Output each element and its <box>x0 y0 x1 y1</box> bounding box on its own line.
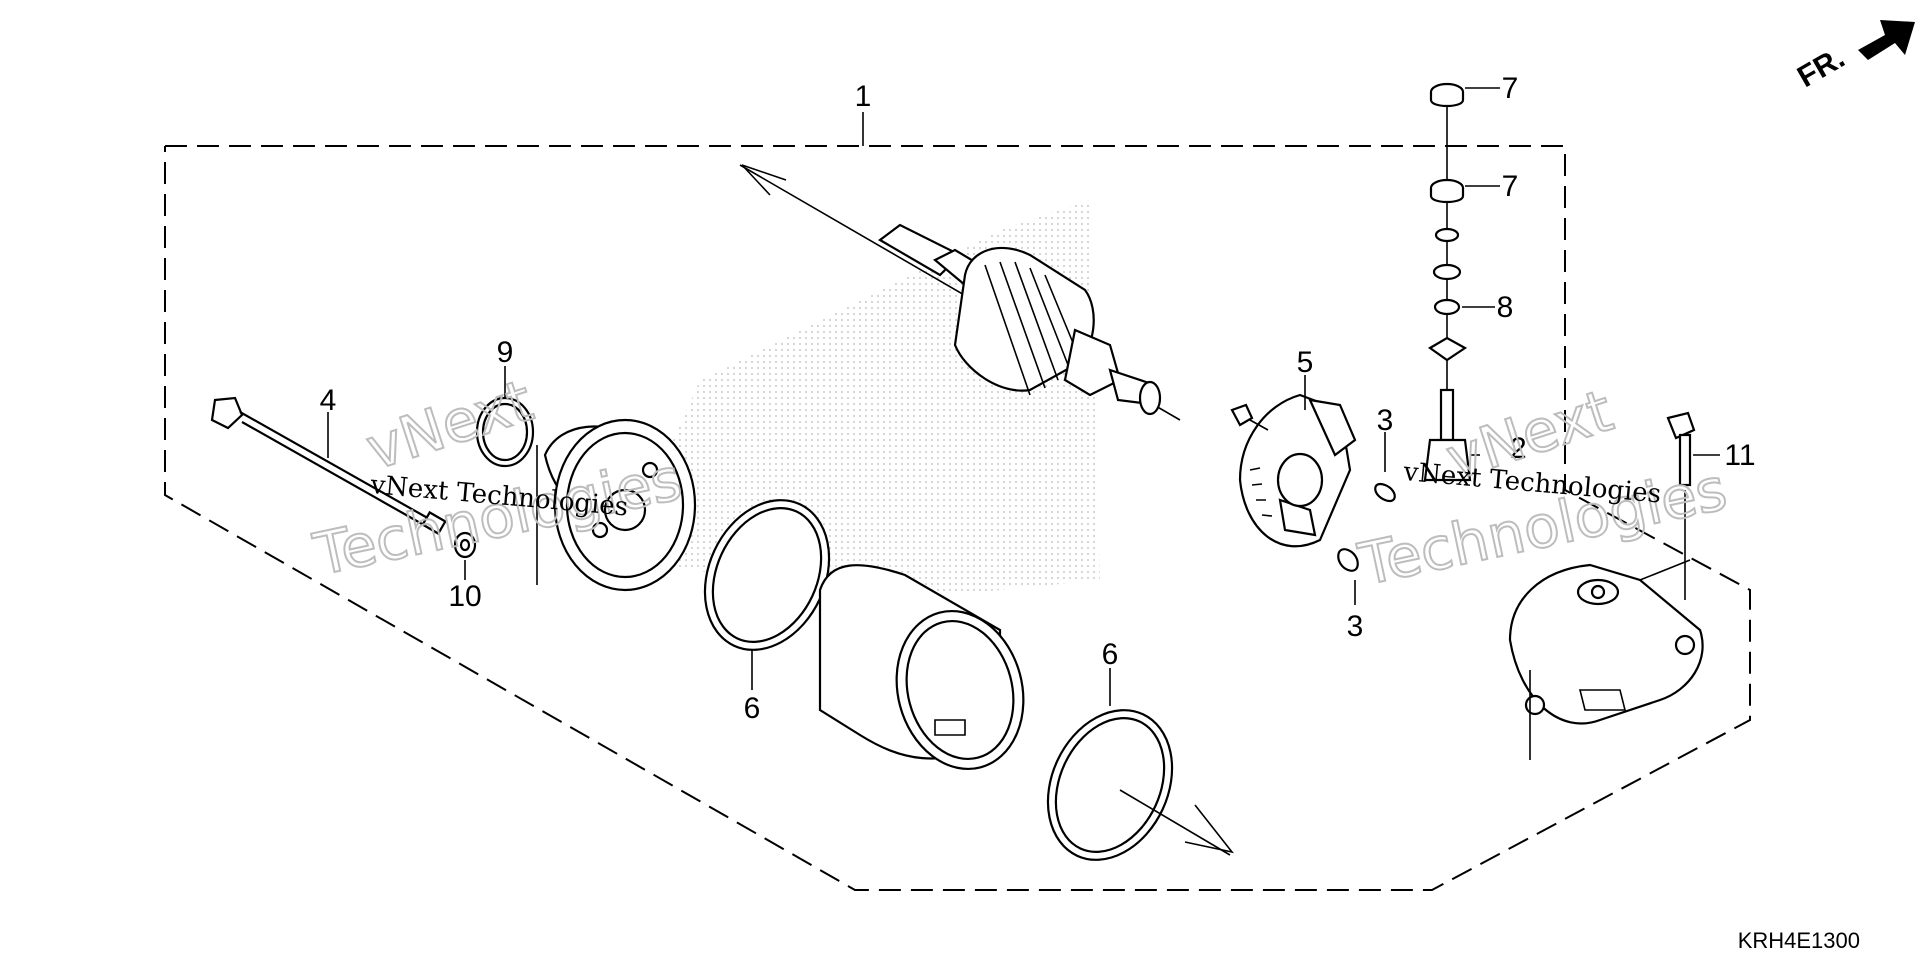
front-cover <box>543 418 697 592</box>
armature <box>878 223 1162 416</box>
callout-9: 9 <box>497 336 514 369</box>
yoke <box>818 564 1025 771</box>
spring-3b <box>1337 548 1359 572</box>
nut-7a <box>1429 82 1465 108</box>
assembly-boundary <box>164 145 1751 891</box>
callout-6a: 6 <box>744 692 761 725</box>
callout-7a: 7 <box>1502 72 1519 105</box>
callout-7b: 7 <box>1502 170 1519 203</box>
callout-6b: 6 <box>1102 638 1119 671</box>
brush-holder <box>1238 393 1357 548</box>
nut-7b <box>1429 178 1465 204</box>
callout-8: 8 <box>1497 291 1514 324</box>
callout-10: 10 <box>448 580 481 613</box>
callout-2: 2 <box>1510 432 1527 465</box>
front-direction-indicator: FR. <box>1792 20 1915 94</box>
terminal-bolt-2 <box>1423 438 1472 482</box>
callout-1: 1 <box>855 80 872 113</box>
bolt-11 <box>1666 411 1696 487</box>
front-arrow-icon <box>1858 20 1915 60</box>
callout-3a: 3 <box>1377 404 1394 437</box>
through-bolt <box>210 396 447 536</box>
callout-5: 5 <box>1297 346 1314 379</box>
rear-cover <box>1508 563 1704 725</box>
callout-4: 4 <box>320 384 337 417</box>
callout-3b: 3 <box>1347 610 1364 643</box>
front-label: FR. <box>1792 41 1850 94</box>
spring-3a <box>1374 482 1396 503</box>
callout-11: 11 <box>1724 439 1755 472</box>
washer-8 <box>1433 298 1461 316</box>
diagram-code: KRH4E1300 <box>1738 928 1860 953</box>
